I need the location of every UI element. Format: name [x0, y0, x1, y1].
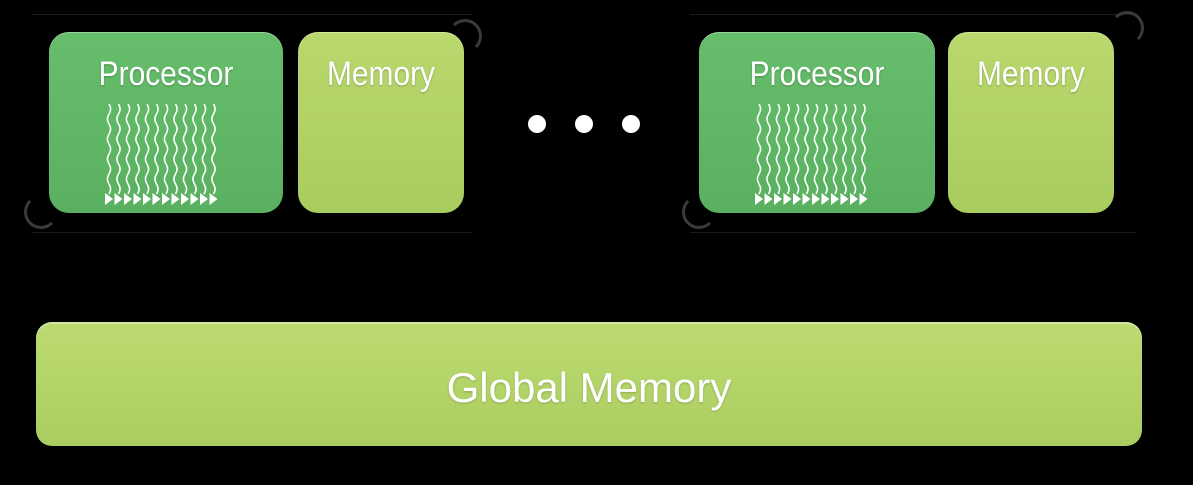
- thread-line: [135, 103, 140, 195]
- memory-label: Memory: [976, 55, 1086, 93]
- thread-arrowhead: [793, 193, 801, 205]
- thread-arrowhead: [821, 193, 830, 205]
- shadow-arc-decoration: [682, 195, 716, 229]
- processing-unit-right: Processor Memory: [682, 11, 1144, 233]
- thread-arrowhead: [783, 193, 792, 205]
- thread-line: [125, 103, 131, 195]
- wavy-thread-arrows-icon: [105, 103, 218, 205]
- thread-line: [861, 103, 866, 195]
- thread-line: [756, 103, 762, 195]
- thread-line: [201, 103, 207, 195]
- global-memory-label: Global Memory: [446, 364, 732, 411]
- thread-arrowhead: [114, 193, 123, 205]
- shadow-arc-decoration: [24, 195, 58, 229]
- thread-arrowhead: [200, 193, 208, 205]
- thread-arrowhead: [755, 193, 763, 205]
- thread-line: [144, 103, 150, 195]
- thread-line: [851, 103, 857, 195]
- thread-arrowhead: [152, 193, 161, 205]
- thread-arrowhead: [831, 193, 839, 205]
- processing-unit-left: Processor Memory: [24, 14, 482, 233]
- thread-arrowhead: [764, 193, 773, 205]
- thread-line: [794, 103, 800, 195]
- wavy-thread-arrows-icon: [755, 103, 868, 205]
- local-memory-block: Memory: [298, 32, 464, 213]
- thread-arrowhead: [774, 193, 782, 205]
- dot: [575, 115, 593, 133]
- thread-arrowhead: [171, 193, 180, 205]
- thread-line: [823, 103, 828, 195]
- thread-line: [842, 103, 847, 195]
- thread-arrowhead: [181, 193, 189, 205]
- thread-line: [154, 103, 159, 195]
- thread-line: [832, 103, 838, 195]
- thread-line: [106, 103, 112, 195]
- thread-arrowhead: [133, 193, 142, 205]
- ellipsis-dots: [528, 115, 643, 133]
- thread-arrowhead: [190, 193, 199, 205]
- thread-line: [192, 103, 197, 195]
- thread-arrowhead: [162, 193, 170, 205]
- thread-line: [163, 103, 169, 195]
- thread-line: [785, 103, 790, 195]
- thread-line: [173, 103, 178, 195]
- thread-arrowhead: [850, 193, 858, 205]
- thread-line: [182, 103, 188, 195]
- processor-block: Processor: [49, 32, 283, 213]
- thread-arrowhead: [812, 193, 820, 205]
- global-memory-block: Global Memory: [36, 322, 1142, 446]
- thread-arrowhead: [859, 193, 868, 205]
- thread-line: [813, 103, 819, 195]
- thread-arrowhead: [209, 193, 218, 205]
- thread-line: [804, 103, 809, 195]
- shadow-arc-decoration: [448, 19, 482, 53]
- thread-arrowhead: [840, 193, 849, 205]
- memory-label: Memory: [326, 55, 436, 93]
- processor-label: Processor: [749, 55, 885, 93]
- processor-block: Processor: [699, 32, 935, 213]
- thread-line: [766, 103, 771, 195]
- shadow-arc-decoration: [1110, 11, 1144, 45]
- local-memory-block: Memory: [948, 32, 1114, 213]
- thread-line: [775, 103, 781, 195]
- dot: [622, 115, 640, 133]
- thread-arrowhead: [124, 193, 132, 205]
- thread-arrowhead: [143, 193, 151, 205]
- thread-arrowhead: [105, 193, 113, 205]
- processor-label: Processor: [98, 55, 234, 93]
- thread-line: [211, 103, 216, 195]
- dot: [528, 115, 546, 133]
- thread-line: [116, 103, 121, 195]
- thread-arrowhead: [802, 193, 811, 205]
